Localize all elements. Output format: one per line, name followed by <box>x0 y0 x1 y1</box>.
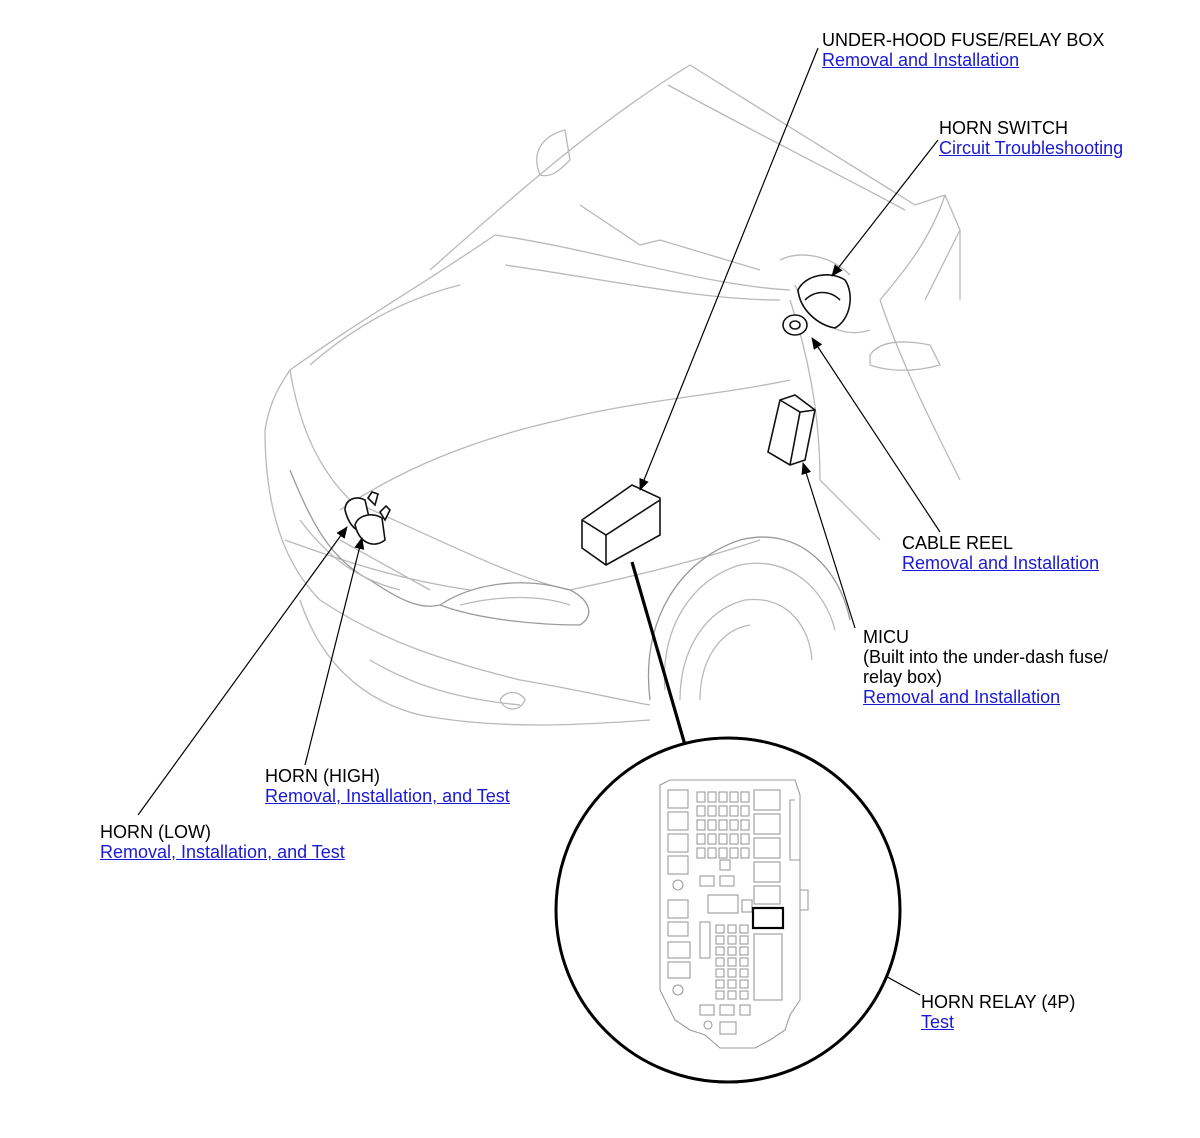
cable-reel-component-icon <box>782 314 808 336</box>
callout-under-hood-fuse-relay-box: UNDER-HOOD FUSE/RELAY BOX Removal and In… <box>822 30 1104 70</box>
under-hood-fuse-title: UNDER-HOOD FUSE/RELAY BOX <box>822 30 1105 50</box>
horn-switch-title: HORN SWITCH <box>939 118 1068 138</box>
under-hood-fuse-removal-link[interactable]: Removal and Installation <box>822 50 1020 70</box>
cable-reel-title: CABLE REEL <box>902 533 1014 553</box>
vehicle-outline <box>264 64 961 726</box>
micu-note-line2: relay box) <box>863 667 943 687</box>
fuse-box-top-view <box>659 779 809 1049</box>
fuse-box-component-icon <box>581 484 661 566</box>
horn-high-title: HORN (HIGH) <box>265 766 380 786</box>
cable-reel-removal-link[interactable]: Removal and Installation <box>902 553 1100 573</box>
horn-high-test-link[interactable]: Removal, Installation, and Test <box>265 786 510 806</box>
micu-removal-link[interactable]: Removal and Installation <box>863 687 1061 707</box>
micu-component-icon <box>767 394 816 466</box>
horn-switch-troubleshooting-link[interactable]: Circuit Troubleshooting <box>939 138 1124 158</box>
micu-title: MICU <box>863 627 909 647</box>
horn-relay-test-link[interactable]: Test <box>921 1012 955 1032</box>
callout-horn-high: HORN (HIGH) Removal, Installation, and T… <box>265 766 510 806</box>
micu-note-line1: (Built into the under-dash fuse/ <box>863 647 1109 667</box>
callout-cable-reel: CABLE REEL Removal and Installation <box>902 533 1099 573</box>
horn-low-test-link[interactable]: Removal, Installation, and Test <box>100 842 345 862</box>
callout-micu: MICU (Built into the under-dash fuse/ re… <box>863 627 1108 707</box>
horn-low-title: HORN (LOW) <box>100 822 211 842</box>
callout-horn-relay: HORN RELAY (4P) Test <box>921 992 1075 1032</box>
components <box>344 274 851 566</box>
leader-lines <box>137 47 941 996</box>
horn-relay-title: HORN RELAY (4P) <box>921 992 1076 1012</box>
callout-horn-low: HORN (LOW) Removal, Installation, and Te… <box>100 822 345 862</box>
callout-horn-switch: HORN SWITCH Circuit Troubleshooting <box>939 118 1123 158</box>
horn-switch-component-icon <box>797 274 851 329</box>
fuse-box-detail-view <box>554 736 902 1084</box>
horn-component-icon <box>344 491 391 545</box>
